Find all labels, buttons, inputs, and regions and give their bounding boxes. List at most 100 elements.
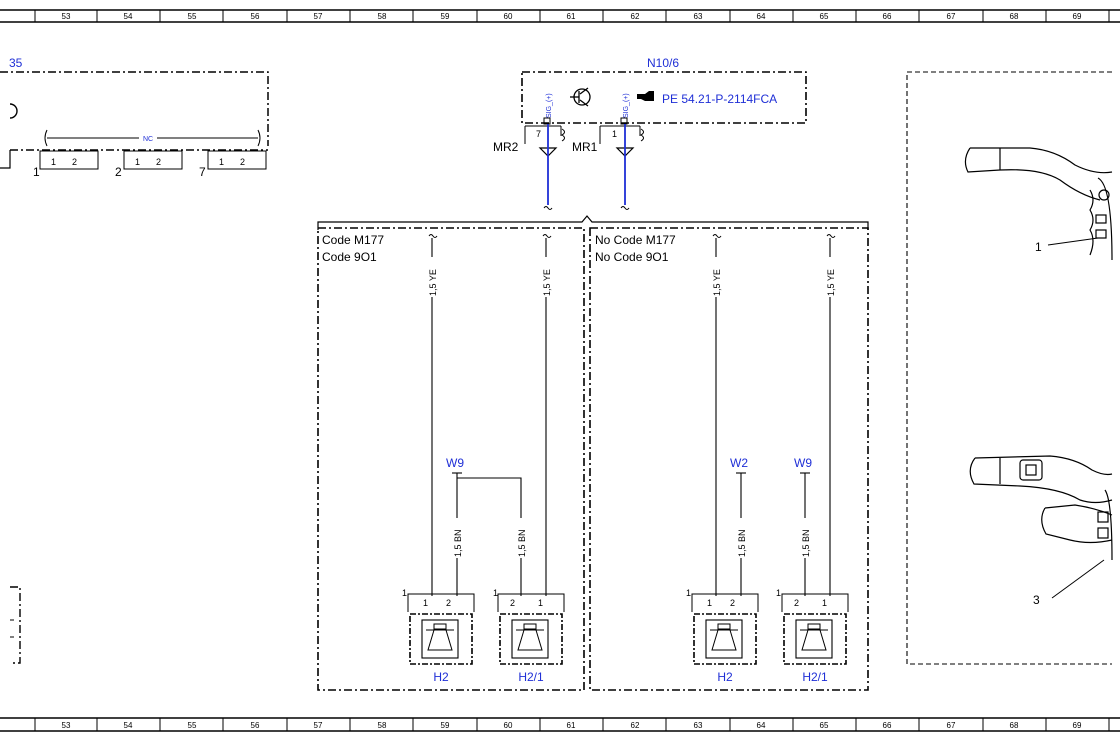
ruler-bottom-col-68: 68 [1010, 721, 1019, 730]
speaker-h21-left-pin2: 2 [510, 598, 515, 608]
section-right-code-1: No Code M177 [595, 233, 676, 247]
ruler-bottom-col-64: 64 [757, 721, 766, 730]
module-pin-1: 1 [612, 129, 617, 139]
speaker-h2-left: 1 1 2 H2 [402, 588, 475, 684]
speaker-icon [426, 623, 454, 651]
speaker-h21-left-pin1: 1 [538, 598, 543, 608]
speaker-h21-left-label[interactable]: H2/1 [518, 670, 544, 684]
speaker-h21-right-pin1: 1 [822, 598, 827, 608]
ruler-top-col-65: 65 [820, 12, 829, 21]
ruler-bottom-col-65: 65 [820, 721, 829, 730]
wire-bn-label-2: 1,5 BN [517, 529, 527, 557]
signal-label-b: SIG_(+) [623, 93, 630, 118]
speaker-h2-right-pin2: 2 [730, 598, 735, 608]
reference-link[interactable]: PE 54.21-P-2114FCA [662, 92, 777, 106]
speaker-icon [516, 623, 544, 651]
ruler-bottom-col-62: 62 [631, 721, 640, 730]
speaker-h21-right-connector-id: 1 [776, 588, 781, 598]
ruler-bottom-col-60: 60 [504, 721, 513, 730]
ruler-bottom-col-53: 53 [62, 721, 71, 730]
speaker-h2-left-pin1: 1 [423, 598, 428, 608]
wire-bn-label-4: 1,5 BN [801, 529, 811, 557]
wire-ye-label-3: 1,5 YE [712, 269, 722, 296]
connector-7-pin2: 2 [240, 157, 245, 167]
connector-2-pin1: 1 [135, 157, 140, 167]
component-illustration-panel: 1 3 [906, 71, 1113, 665]
connector-2-label: 2 [115, 165, 122, 179]
ruler-bottom-col-56: 56 [251, 721, 260, 730]
ruler-top-col-60: 60 [504, 12, 513, 21]
partial-component-bottom-left [10, 586, 21, 664]
connector-1-label: 1 [33, 165, 40, 179]
ruler-top-col-64: 64 [757, 12, 766, 21]
ruler-bottom: 53 54 55 56 57 58 59 60 61 62 63 64 65 6… [0, 717, 1120, 732]
steering-stalk-upper-drawing [964, 147, 1113, 261]
ruler-bottom-col-55: 55 [188, 721, 197, 730]
ruler-top-col-54: 54 [124, 12, 133, 21]
partial-switch-symbol [9, 103, 18, 119]
ruler-top-col-68: 68 [1010, 12, 1019, 21]
speaker-h2-right-label[interactable]: H2 [717, 670, 733, 684]
ground-w2-label[interactable]: W2 [730, 456, 748, 470]
ruler-top-col-66: 66 [883, 12, 892, 21]
speaker-h21-left: 1 2 1 H2/1 [493, 588, 565, 684]
transistor-icon [570, 87, 591, 107]
ruler-bottom-col-69: 69 [1073, 721, 1082, 730]
ruler-top-col-67: 67 [947, 12, 956, 21]
section-code-m177: Code M177 Code 9O1 1,5 YE 1,5 YE W9 1,5 … [317, 227, 585, 691]
wire-bn-label-1: 1,5 BN [453, 529, 463, 557]
ruler-top-col-58: 58 [378, 12, 387, 21]
speaker-h2-right-connector-id: 1 [686, 588, 691, 598]
ground-w9-label-left[interactable]: W9 [446, 456, 464, 470]
sections-brace [317, 215, 869, 230]
module-pin-7: 7 [536, 129, 541, 139]
ruler-top-col-59: 59 [441, 12, 450, 21]
ruler-top: 53 54 55 56 57 58 59 60 61 62 63 64 65 6… [0, 9, 1120, 23]
pointing-hand-icon [637, 91, 654, 101]
ruler-top-col-53: 53 [62, 12, 71, 21]
speaker-h21-right-pin2: 2 [794, 598, 799, 608]
ruler-bottom-col-63: 63 [694, 721, 703, 730]
callout-3-label: 3 [1033, 593, 1040, 607]
speaker-h21-right-label[interactable]: H2/1 [802, 670, 828, 684]
component-ref-35[interactable]: 35 [9, 56, 23, 70]
callout-1-label: 1 [1035, 240, 1042, 254]
wire-bn-label-3: 1,5 BN [737, 529, 747, 557]
ruler-bottom-col-57: 57 [314, 721, 323, 730]
speaker-icon [710, 623, 738, 651]
speaker-h2-right: 1 1 2 H2 [686, 588, 759, 684]
wire-ye-label-2: 1,5 YE [542, 269, 552, 296]
speaker-icon [800, 623, 828, 651]
speaker-h2-left-label[interactable]: H2 [433, 670, 449, 684]
connector-7-label: 7 [199, 165, 206, 179]
signal-label-a: SIG_(+) [546, 93, 553, 118]
speaker-h21-left-connector-id: 1 [493, 588, 498, 598]
ruler-top-col-69: 69 [1073, 12, 1082, 21]
wire-ye-label-4: 1,5 YE [826, 269, 836, 296]
ruler-bottom-col-54: 54 [124, 721, 133, 730]
steering-stalk-lower-drawing [969, 455, 1113, 561]
ruler-bottom-col-66: 66 [883, 721, 892, 730]
speaker-h21-right: 1 2 1 H2/1 [776, 588, 849, 684]
connector-7-pin1: 1 [219, 157, 224, 167]
ruler-top-col-55: 55 [188, 12, 197, 21]
ruler-bottom-col-61: 61 [567, 721, 576, 730]
ruler-top-col-61: 61 [567, 12, 576, 21]
ground-mr2-label: MR2 [493, 140, 519, 154]
nc-label: NC [143, 136, 153, 143]
module-ref[interactable]: N10/6 [647, 56, 679, 70]
speaker-h2-right-pin1: 1 [707, 598, 712, 608]
module-n10-6: N10/6 PE 54.21-P-2114FCA SIG_(+) 7 MR2 S… [493, 56, 807, 210]
connector-1-pin1: 1 [51, 157, 56, 167]
ruler-top-col-56: 56 [251, 12, 260, 21]
ruler-top-col-62: 62 [631, 12, 640, 21]
ruler-top-col-63: 63 [694, 12, 703, 21]
ground-w9-label-right[interactable]: W9 [794, 456, 812, 470]
section-right-code-2: No Code 9O1 [595, 250, 669, 264]
ground-mr1-label: MR1 [572, 140, 598, 154]
connector-2-pin2: 2 [156, 157, 161, 167]
section-left-code-1: Code M177 [322, 233, 384, 247]
section-left-code-2: Code 9O1 [322, 250, 377, 264]
ruler-bottom-col-67: 67 [947, 721, 956, 730]
